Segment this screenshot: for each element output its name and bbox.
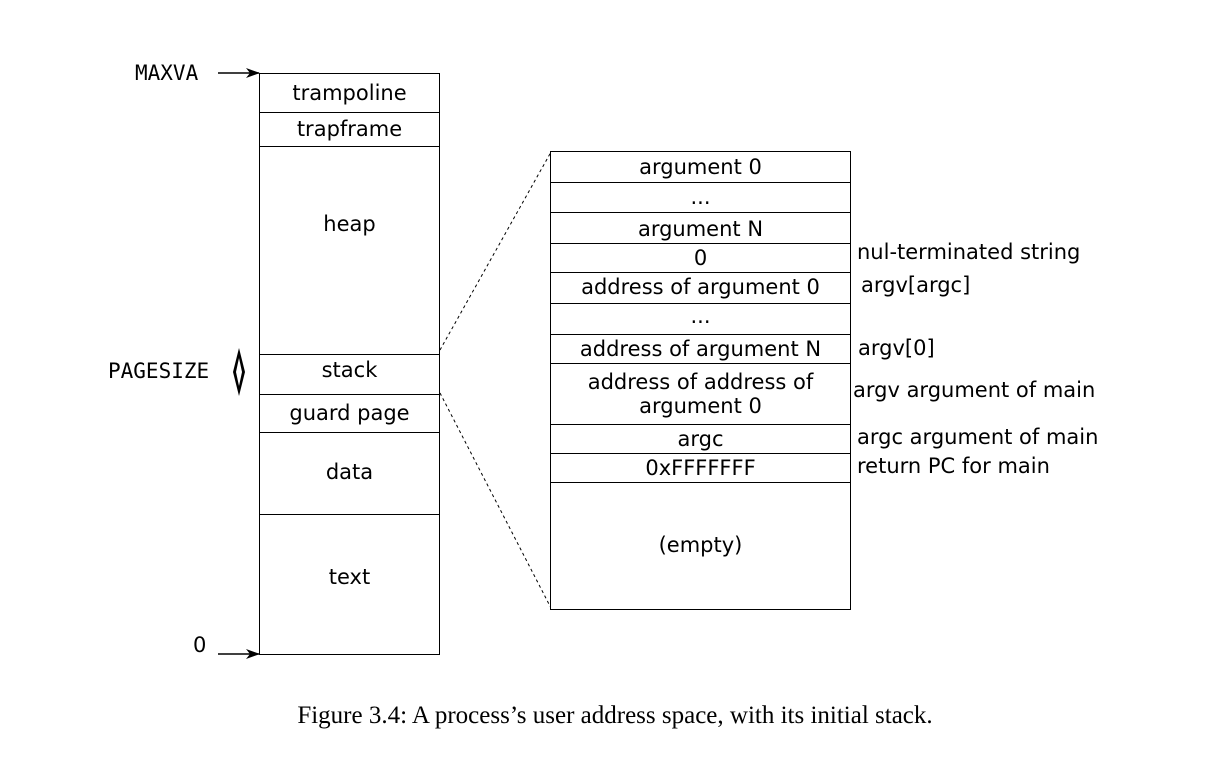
pagesize-double-arrow-icon — [233, 348, 245, 396]
stack-divider — [551, 363, 850, 364]
stack-divider — [551, 334, 850, 335]
note-argc-argument-of-main: argc argument of main — [857, 425, 1099, 449]
address-space-column: trampoline trapframe heap stack guard pa… — [259, 73, 440, 655]
region-heap: heap — [323, 211, 376, 236]
note-argv-0: argv[0] — [858, 336, 935, 360]
stack-divider — [551, 272, 850, 273]
stack-divider — [551, 482, 850, 483]
region-divider — [260, 354, 439, 355]
region-divider — [260, 432, 439, 433]
stack-detail-column: argument 0 ... argument N 0 address of a… — [550, 151, 851, 610]
stack-cell-address-argument-0: address of argument 0 — [581, 274, 820, 299]
stack-cell-empty: (empty) — [658, 532, 743, 557]
stack-cell-return-pc: 0xFFFFFFF — [645, 455, 756, 480]
region-divider — [260, 514, 439, 515]
maxva-label: MAXVA — [135, 61, 199, 85]
zoom-leader-bottom — [439, 392, 552, 609]
note-argv-argument-of-main: argv argument of main — [853, 378, 1096, 402]
pagesize-label: PAGESIZE — [108, 359, 210, 383]
stack-cell-ellipsis-2: ... — [690, 303, 711, 328]
region-divider — [260, 146, 439, 147]
figure-caption: Figure 3.4: A process’s user address spa… — [297, 702, 933, 729]
zero-label: 0 — [193, 633, 207, 657]
stack-cell-address-argument-n: address of argument N — [579, 336, 822, 361]
region-stack: stack — [321, 357, 378, 382]
region-data: data — [325, 459, 374, 484]
region-divider — [260, 394, 439, 395]
stack-cell-nul: 0 — [693, 245, 708, 270]
region-trampoline: trampoline — [292, 80, 407, 105]
region-divider — [260, 112, 439, 113]
note-argv-argc: argv[argc] — [861, 273, 971, 297]
stack-divider — [551, 424, 850, 425]
stack-divider — [551, 212, 850, 213]
region-text: text — [328, 564, 371, 589]
stack-divider — [551, 243, 850, 244]
stack-cell-argument-0: argument 0 — [639, 154, 762, 179]
region-guard-page: guard page — [289, 400, 410, 425]
stack-cell-argc: argc — [677, 426, 724, 451]
stack-cell-ellipsis-1: ... — [690, 184, 711, 209]
note-nul-terminated-string: nul-terminated string — [857, 240, 1081, 264]
stack-divider — [551, 303, 850, 304]
stack-divider — [551, 453, 850, 454]
region-trapframe: trapframe — [296, 116, 403, 141]
zoom-leader-top — [439, 151, 552, 351]
note-return-pc-for-main: return PC for main — [857, 454, 1050, 478]
stack-cell-address-of-address: address of address of argument 0 — [587, 369, 814, 418]
stack-divider — [551, 182, 850, 183]
stack-cell-argument-n: argument N — [637, 216, 764, 241]
